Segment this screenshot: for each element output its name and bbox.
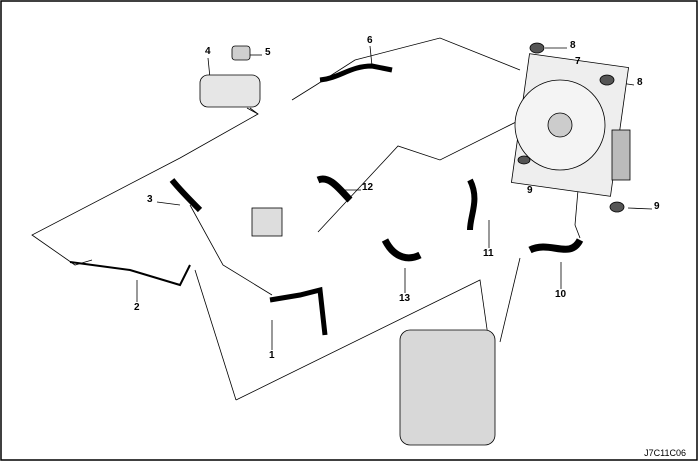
hose-12: [316, 175, 353, 203]
parts: [69, 42, 631, 446]
callout-1: 1: [269, 350, 275, 361]
callout-2: 2: [134, 302, 140, 313]
engine-block: [399, 329, 496, 446]
hose-13: [381, 238, 422, 262]
reservoir-cap: [231, 45, 251, 61]
callout-3: 3: [147, 194, 153, 205]
callout-8a: 8: [570, 40, 576, 51]
callout-4: 4: [205, 46, 211, 57]
callout-12: 12: [362, 182, 374, 193]
callout-10: 10: [555, 289, 567, 300]
callout-11: 11: [483, 248, 494, 259]
callout-5: 5: [265, 47, 271, 58]
callout-9a: 9: [527, 185, 533, 196]
pipe-1: [269, 286, 328, 336]
mount-9b: [609, 201, 625, 213]
callout-7: 7: [575, 56, 581, 67]
hose-10: [528, 238, 584, 254]
mount-8a: [529, 42, 545, 54]
figure-code: J7C11C06: [644, 448, 686, 458]
hose-3: [169, 178, 203, 213]
mount-9a: [517, 155, 531, 165]
mount-8b: [599, 74, 615, 86]
hose-11: [467, 178, 478, 231]
routing-lines: [31, 37, 581, 401]
hose-6: [319, 63, 393, 83]
callout-9b: 9: [654, 201, 660, 212]
pipe-2: [69, 261, 191, 287]
callout-6: 6: [367, 35, 373, 46]
condenser-tube: [611, 129, 631, 181]
callout-13: 13: [399, 293, 411, 304]
callout-8b: 8: [637, 77, 643, 88]
thermostat-housing: [251, 207, 283, 237]
coolant-reservoir: [199, 74, 261, 108]
